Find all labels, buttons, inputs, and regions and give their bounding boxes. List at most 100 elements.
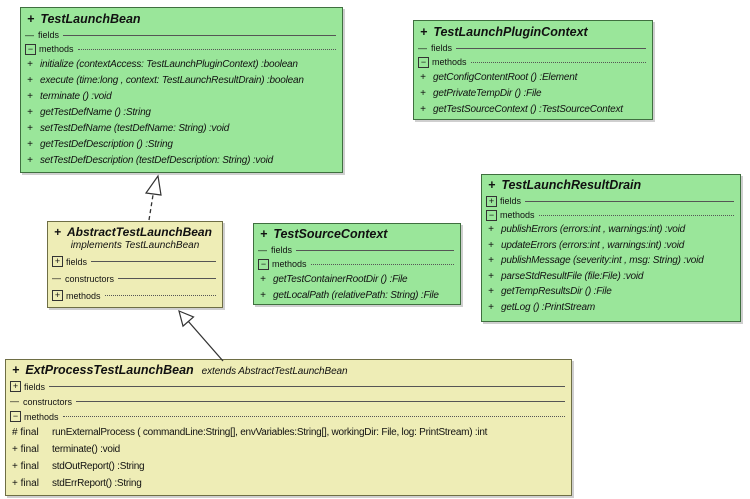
- visibility-marker: +: [27, 138, 33, 150]
- section-fields[interactable]: — fields: [21, 28, 342, 42]
- method-row[interactable]: + final stdErrReport() :String: [6, 475, 571, 492]
- method-row[interactable]: # final runExternalProcess ( commandLine…: [6, 424, 571, 441]
- method-row[interactable]: + execute (time:long , context: TestLaun…: [21, 72, 342, 88]
- section-rule: [63, 34, 336, 36]
- class-title: + ExtProcessTestLaunchBean extends Abstr…: [6, 360, 571, 379]
- collapse-minus-icon[interactable]: −: [10, 411, 21, 422]
- class-name: TestSourceContext: [273, 227, 388, 241]
- method-row[interactable]: + publishErrors (errors:int , warnings:i…: [482, 222, 740, 238]
- class-name: AbstractTestLaunchBean: [67, 225, 212, 239]
- section-methods[interactable]: − methods: [6, 409, 571, 424]
- visibility-marker: +: [27, 58, 33, 70]
- class-box-extprocesstestlaunchbean[interactable]: + ExtProcessTestLaunchBean extends Abstr…: [5, 359, 572, 496]
- section-label: methods: [432, 57, 467, 67]
- visibility-marker: +: [260, 289, 266, 301]
- visibility-marker: +: [27, 12, 35, 26]
- section-methods[interactable]: − methods: [254, 257, 460, 271]
- method-row[interactable]: + getTestDefName () :String: [21, 104, 342, 120]
- class-name: TestLaunchBean: [40, 12, 141, 26]
- method-row[interactable]: + terminate () :void: [21, 88, 342, 104]
- expand-plus-icon[interactable]: +: [10, 381, 21, 392]
- visibility-marker: +: [488, 270, 494, 282]
- class-box-testlaunchbean[interactable]: + TestLaunchBean — fields − methods + in…: [20, 7, 343, 173]
- method-row[interactable]: + getTestSourceContext () :TestSourceCon…: [414, 101, 652, 117]
- method-row[interactable]: + getPrivateTempDir () :File: [414, 85, 652, 101]
- visibility-marker: +: [27, 106, 33, 118]
- method-row[interactable]: + getConfigContentRoot () :Element: [414, 69, 652, 85]
- method-row[interactable]: + setTestDefDescription (testDefDescript…: [21, 152, 342, 168]
- section-fields[interactable]: + fields: [6, 379, 571, 394]
- method-signature: getTempResultsDir () :File: [501, 286, 612, 298]
- method-signature: runExternalProcess ( commandLine:String[…: [52, 427, 488, 438]
- visibility-marker: +: [488, 255, 494, 267]
- section-rule: [296, 249, 454, 251]
- method-row[interactable]: + getTestDefDescription () :String: [21, 136, 342, 152]
- section-fields[interactable]: — fields: [414, 41, 652, 55]
- section-methods[interactable]: − methods: [482, 208, 740, 222]
- expand-plus-icon[interactable]: +: [486, 195, 497, 207]
- section-constructors[interactable]: — constructors: [48, 270, 222, 287]
- visibility-marker: +: [12, 363, 20, 377]
- method-row[interactable]: + final stdOutReport() :String: [6, 458, 571, 475]
- method-row[interactable]: + getTestContainerRootDir () :File: [254, 271, 460, 287]
- method-row[interactable]: + getLocalPath (relativePath: String) :F…: [254, 287, 460, 303]
- section-fields[interactable]: + fields: [482, 194, 740, 208]
- section-rule: [456, 47, 646, 49]
- empty-section-icon: —: [10, 397, 19, 406]
- method-row[interactable]: + setTestDefName (testDefName: String) :…: [21, 120, 342, 136]
- section-rule: [104, 295, 216, 296]
- section-fields[interactable]: + fields: [48, 253, 222, 270]
- method-signature: setTestDefName (testDefName: String) :vo…: [40, 122, 230, 134]
- section-rule: [77, 48, 336, 50]
- collapse-minus-icon[interactable]: −: [486, 209, 497, 221]
- section-label: methods: [66, 290, 101, 301]
- visibility-marker: +: [488, 239, 494, 251]
- method-signature: getTestContainerRootDir () :File: [273, 273, 408, 285]
- section-rule: [76, 401, 565, 402]
- method-signature: setTestDefDescription (testDefDescriptio…: [40, 154, 273, 166]
- method-row[interactable]: + updateErrors (errors:int , warnings:in…: [482, 238, 740, 254]
- class-box-testlaunchresultdrain[interactable]: + TestLaunchResultDrain + fields − metho…: [481, 174, 741, 322]
- class-title: + TestSourceContext: [254, 224, 460, 243]
- section-label: fields: [38, 30, 60, 40]
- class-box-testlaunchplugincontext[interactable]: + TestLaunchPluginContext — fields − met…: [413, 20, 653, 120]
- visibility-marker: +: [27, 154, 33, 166]
- visibility-marker: +: [420, 87, 426, 99]
- section-methods[interactable]: + methods: [48, 287, 222, 304]
- visibility-marker: + final: [12, 444, 39, 455]
- section-label: fields: [500, 196, 522, 206]
- section-constructors[interactable]: — constructors: [6, 394, 571, 409]
- method-row[interactable]: + getTempResultsDir () :File: [482, 284, 740, 300]
- section-fields[interactable]: — fields: [254, 243, 460, 257]
- class-box-abstracttestlaunchbean[interactable]: + AbstractTestLaunchBean implements Test…: [47, 221, 223, 308]
- section-label: methods: [39, 44, 74, 54]
- extends-arrow[interactable]: [178, 309, 224, 362]
- empty-section-icon: —: [258, 245, 267, 255]
- visibility-marker: +: [488, 301, 494, 313]
- expand-plus-icon[interactable]: +: [52, 256, 63, 267]
- method-row[interactable]: + parseStdResultFile (file:File) :void: [482, 269, 740, 285]
- class-name: ExtProcessTestLaunchBean: [25, 363, 194, 377]
- method-row[interactable]: + getLog () :PrintStream: [482, 300, 740, 316]
- method-signature: publishMessage (severity:int , msg: Stri…: [501, 255, 704, 267]
- section-rule: [118, 278, 216, 279]
- section-rule: [91, 261, 216, 262]
- method-row[interactable]: + publishMessage (severity:int , msg: St…: [482, 253, 740, 269]
- visibility-marker: +: [54, 225, 62, 239]
- method-signature: terminate() :void: [52, 444, 120, 455]
- collapse-minus-icon[interactable]: −: [25, 43, 36, 55]
- implements-arrow[interactable]: [144, 174, 162, 221]
- class-box-testsourcecontext[interactable]: + TestSourceContext — fields − methods +…: [253, 223, 461, 305]
- visibility-marker: +: [27, 74, 33, 86]
- method-row[interactable]: + initialize (contextAccess: TestLaunchP…: [21, 56, 342, 72]
- collapse-minus-icon[interactable]: −: [418, 56, 429, 68]
- method-signature: getTestDefName () :String: [40, 106, 151, 118]
- expand-plus-icon[interactable]: +: [52, 290, 63, 301]
- section-methods[interactable]: − methods: [21, 42, 342, 56]
- method-row[interactable]: + final terminate() :void: [6, 441, 571, 458]
- collapse-minus-icon[interactable]: −: [258, 258, 269, 270]
- section-methods[interactable]: − methods: [414, 55, 652, 69]
- method-signature: getLocalPath (relativePath: String) :Fil…: [273, 289, 439, 301]
- class-title: + TestLaunchResultDrain: [482, 175, 740, 194]
- section-label: methods: [272, 259, 307, 269]
